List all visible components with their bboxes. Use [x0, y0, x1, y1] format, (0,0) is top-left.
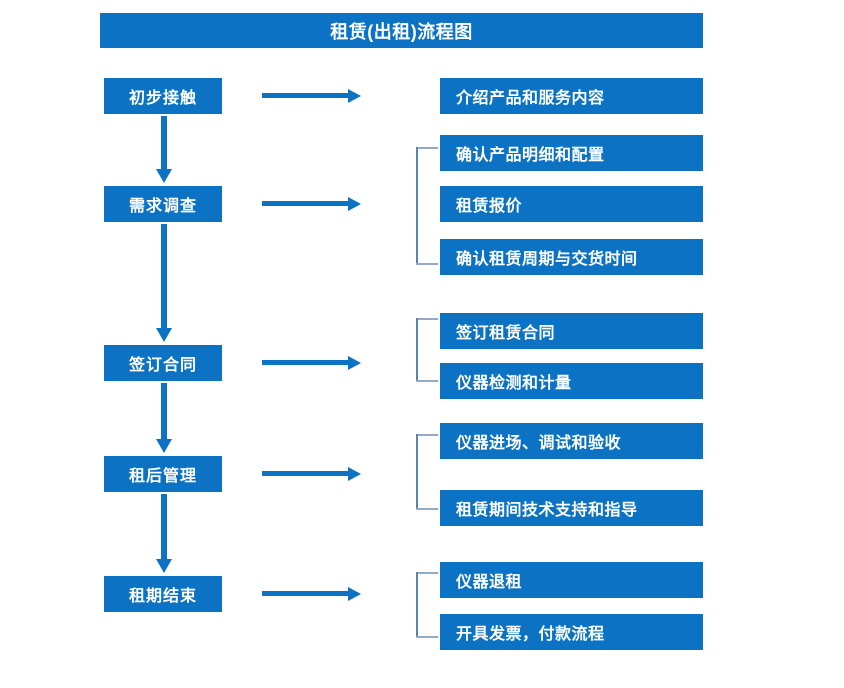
- group-bracket-2: [416, 147, 438, 265]
- bracket-bottom-arm: [416, 380, 438, 382]
- detail-label: 租赁期间技术支持和指导: [456, 502, 638, 519]
- stage-box-post-rental-management[interactable]: 租后管理: [104, 456, 222, 492]
- detail-box-instrument-inspection[interactable]: 仪器检测和计量: [440, 363, 703, 399]
- stage-box-initial-contact[interactable]: 初步接触: [104, 78, 222, 114]
- bracket-top-arm: [416, 318, 438, 320]
- bracket-top-arm: [416, 434, 438, 436]
- detail-box-instrument-entry-commissioning[interactable]: 仪器进场、调试和验收: [440, 423, 703, 459]
- detail-box-introduce-products[interactable]: 介绍产品和服务内容: [440, 78, 703, 114]
- group-bracket-5: [416, 572, 438, 638]
- detail-label: 介绍产品和服务内容: [456, 90, 605, 107]
- detail-label: 租赁报价: [456, 198, 523, 215]
- bracket-top-arm: [416, 147, 438, 149]
- vertical-arrow-icon-3: [155, 383, 173, 454]
- vertical-arrow-icon-2: [155, 224, 173, 343]
- detail-label: 仪器进场、调试和验收: [456, 435, 622, 452]
- detail-label: 签订租赁合同: [456, 325, 556, 342]
- stage-box-requirement-survey[interactable]: 需求调查: [104, 186, 222, 222]
- bracket-bottom-arm: [416, 636, 438, 638]
- detail-box-technical-support[interactable]: 租赁期间技术支持和指导: [440, 490, 703, 526]
- detail-box-confirm-period-delivery[interactable]: 确认租赁周期与交货时间: [440, 239, 703, 275]
- vertical-arrow-icon-4: [155, 494, 173, 574]
- detail-label: 确认租赁周期与交货时间: [456, 251, 638, 268]
- horizontal-arrow-icon-5: [262, 586, 362, 602]
- horizontal-arrow-icon-1: [262, 88, 362, 104]
- detail-box-confirm-product-spec[interactable]: 确认产品明细和配置: [440, 135, 703, 171]
- bracket-spine: [416, 147, 418, 265]
- detail-label: 仪器退租: [456, 574, 523, 591]
- bracket-spine: [416, 572, 418, 638]
- bracket-top-arm: [416, 572, 438, 574]
- detail-box-invoice-payment[interactable]: 开具发票，付款流程: [440, 614, 703, 650]
- stage-box-lease-end[interactable]: 租期结束: [104, 576, 222, 612]
- chart-title-banner: 租赁(出租)流程图: [100, 13, 703, 48]
- bracket-spine: [416, 434, 418, 510]
- horizontal-arrow-icon-4: [262, 466, 362, 482]
- vertical-arrow-icon-1: [155, 116, 173, 184]
- stage-label: 需求调查: [128, 198, 197, 215]
- group-bracket-3: [416, 318, 438, 382]
- bracket-spine: [416, 318, 418, 382]
- stage-label: 签订合同: [128, 357, 197, 374]
- detail-box-rental-quotation[interactable]: 租赁报价: [440, 186, 703, 222]
- bracket-bottom-arm: [416, 263, 438, 265]
- stage-label: 初步接触: [128, 90, 197, 107]
- bracket-bottom-arm: [416, 508, 438, 510]
- stage-label: 租后管理: [128, 468, 197, 485]
- detail-label: 开具发票，付款流程: [456, 626, 605, 643]
- detail-box-sign-rental-contract[interactable]: 签订租赁合同: [440, 313, 703, 349]
- chart-title-text: 租赁(出租)流程图: [330, 21, 473, 42]
- detail-label: 仪器检测和计量: [456, 375, 572, 392]
- group-bracket-4: [416, 434, 438, 510]
- detail-box-instrument-return[interactable]: 仪器退租: [440, 562, 703, 598]
- detail-label: 确认产品明细和配置: [456, 147, 605, 164]
- stage-label: 租期结束: [128, 588, 197, 605]
- stage-box-sign-contract[interactable]: 签订合同: [104, 345, 222, 381]
- horizontal-arrow-icon-2: [262, 196, 362, 212]
- horizontal-arrow-icon-3: [262, 355, 362, 371]
